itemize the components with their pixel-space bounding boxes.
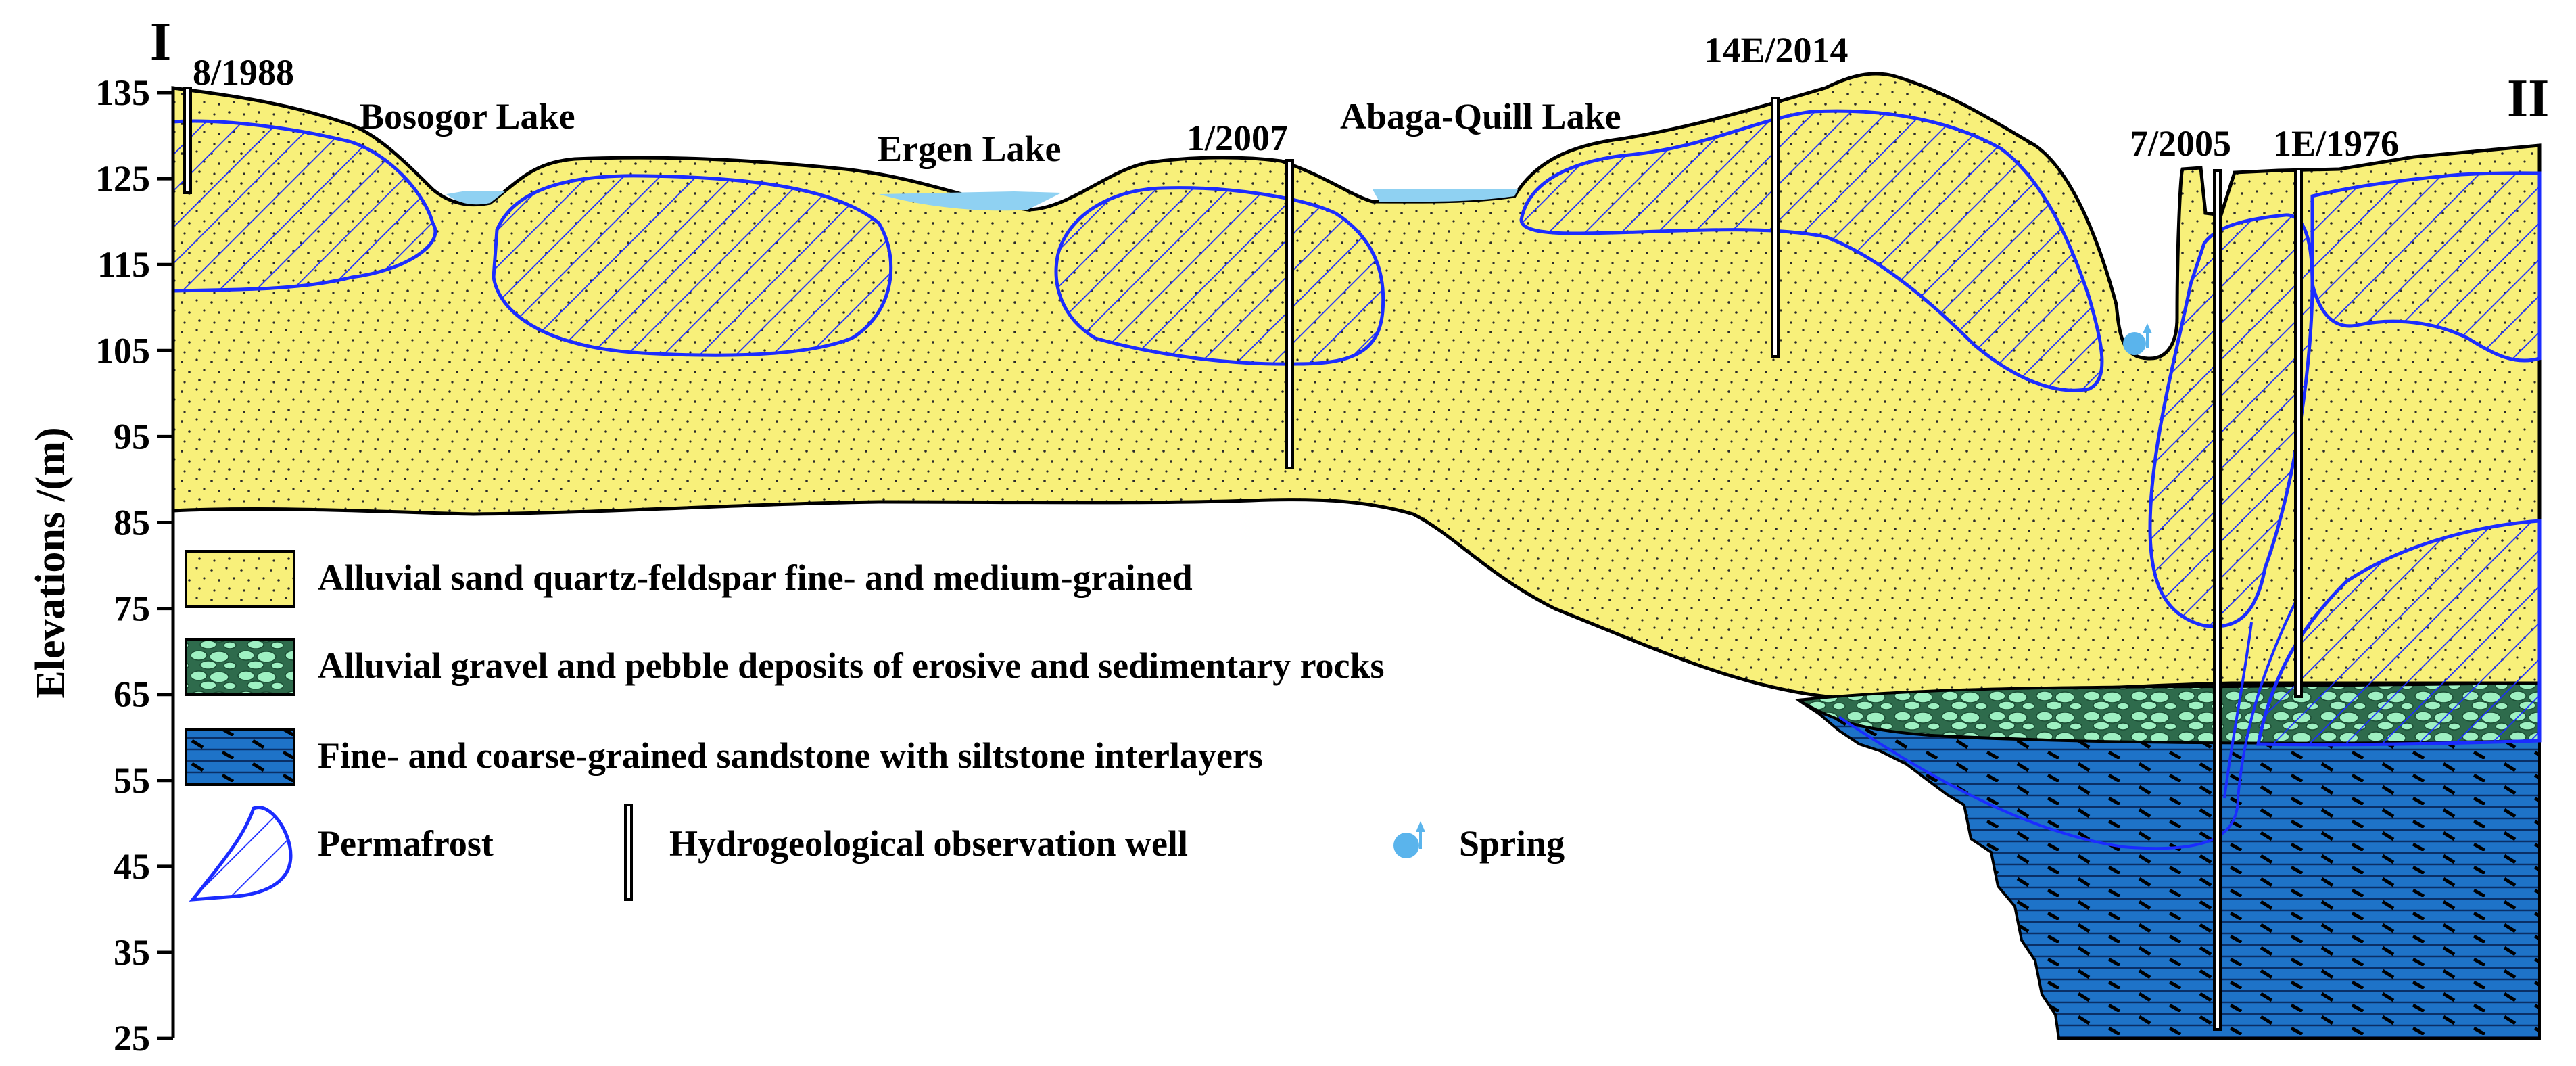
permafrost-body	[492, 174, 893, 357]
well-label-1-2007: 1/2007	[1187, 118, 1288, 158]
lake-label-abaga-quill: Abaga-Quill Lake	[1340, 96, 1621, 137]
lake-label-ergen: Ergen Lake	[878, 129, 1062, 169]
section-end-label: II	[2507, 69, 2549, 129]
axis-title: Elevations /(m)	[28, 427, 74, 698]
axis-tick-label: 105	[95, 330, 150, 371]
permafrost-body	[1519, 109, 2104, 392]
lake-label-bosogor: Bosogor Lake	[360, 96, 575, 137]
bosogor-lake-water	[446, 191, 506, 205]
well-label-8-1988: 8/1988	[193, 52, 294, 93]
well-14e-2014	[1771, 97, 1780, 358]
permafrost-boundary-line	[2223, 622, 2253, 799]
well-label-14e-2014: 14E/2014	[1704, 30, 1848, 70]
well-label-1e-1976: 1E/1976	[2273, 123, 2399, 164]
axis-tick-label: 115	[97, 244, 150, 285]
permafrost-bodies	[171, 109, 2542, 747]
permafrost-boundary-line	[1838, 595, 2300, 850]
legend-swatch-sandstone	[185, 728, 295, 786]
observation-wells	[183, 87, 2303, 1031]
axis-tick-label: 55	[114, 760, 150, 801]
spring-marker	[2123, 323, 2152, 355]
legend-label-gravel: Alluvial gravel and pebble deposits of e…	[318, 645, 1385, 686]
well-7-2005	[2213, 169, 2222, 1031]
legend-label-spring: Spring	[1459, 823, 1565, 864]
well-label-7-2005: 7/2005	[2130, 123, 2231, 164]
axis-tick-label: 135	[95, 72, 150, 113]
legend-label-sand: Alluvial sand quartz-feldspar fine- and …	[318, 557, 1193, 598]
legend-label-well: Hydrogeological observation well	[669, 823, 1188, 864]
well-1-2007	[1285, 159, 1294, 469]
permafrost-body	[1054, 186, 1385, 366]
axis-tick-label: 95	[114, 416, 150, 457]
section-start-label: I	[150, 12, 171, 72]
axis-tick-label: 125	[95, 158, 150, 199]
well-8-1988	[183, 87, 192, 194]
axis-tick-label: 45	[114, 846, 150, 887]
axis-ticks: 135 125 115 105 95 85 75 65 55 45 35 25	[95, 72, 173, 1059]
legend-label-permafrost: Permafrost	[318, 823, 494, 864]
ergen-lake-water	[879, 191, 1062, 211]
sandstone-bedrock	[1797, 699, 2541, 1040]
axis-tick-label: 65	[114, 674, 150, 715]
permafrost-body	[171, 119, 437, 293]
legend-label-sandstone: Fine- and coarse-grained sandstone with …	[318, 735, 1263, 776]
well-1e-1976	[2294, 168, 2303, 698]
axis-tick-label: 75	[114, 588, 150, 629]
legend: Alluvial sand quartz-feldspar fine- and …	[185, 550, 1565, 902]
axis-tick-label: 35	[114, 932, 150, 973]
legend-swatch-well	[624, 804, 633, 901]
permafrost-body	[2310, 171, 2542, 363]
axis-tick-label: 25	[114, 1018, 150, 1059]
legend-swatch-spring	[1393, 821, 1425, 858]
abaga-quill-lake-water	[1373, 189, 1518, 202]
axis-tick-label: 85	[114, 503, 150, 543]
elevation-axis: 135 125 115 105 95 85 75 65 55 45 35 25 Elevations …	[28, 72, 175, 1059]
legend-swatch-permafrost	[189, 806, 293, 902]
legend-swatch-gravel	[185, 638, 295, 696]
legend-swatch-sand	[185, 550, 295, 608]
